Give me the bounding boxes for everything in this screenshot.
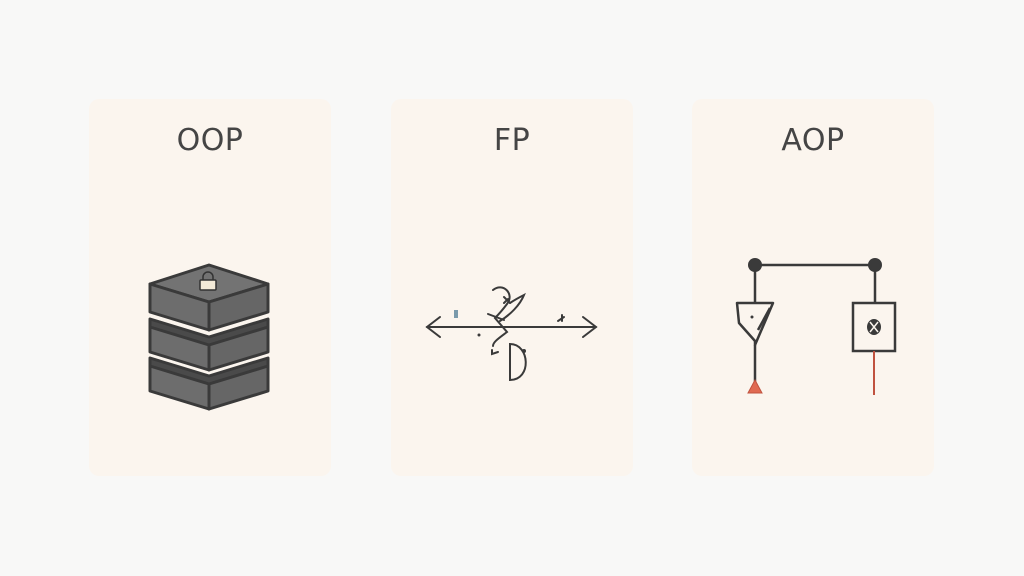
junction-node <box>748 258 762 272</box>
advice-icon <box>867 319 881 335</box>
oop-title: OOP <box>176 123 244 158</box>
aop-card: AOP <box>692 99 934 476</box>
fp-title: FP <box>493 123 531 158</box>
lock-icon <box>199 271 217 291</box>
cube-layer-top <box>148 263 270 332</box>
fp-card: FP <box>391 99 633 476</box>
triangle-marker-icon <box>747 378 763 394</box>
junction-node <box>868 258 882 272</box>
function-arrows-icon <box>425 286 598 382</box>
fp-accent-mark <box>454 310 458 318</box>
aop-title: AOP <box>781 123 845 158</box>
